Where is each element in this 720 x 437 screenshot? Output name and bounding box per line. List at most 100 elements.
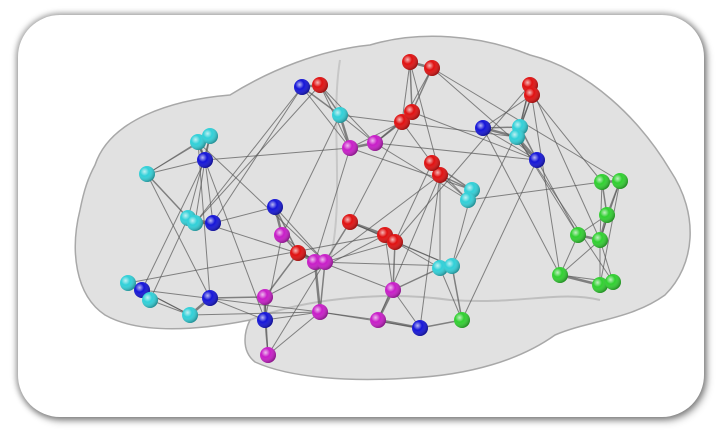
magenta-node	[274, 227, 290, 243]
network-edge	[324, 174, 441, 263]
red-node	[402, 54, 418, 70]
blue-node	[529, 152, 545, 168]
network-edge	[281, 114, 341, 236]
network-edge	[197, 141, 266, 321]
network-edge	[197, 141, 211, 299]
cyan-node	[182, 307, 198, 323]
network-edge	[392, 267, 441, 291]
blue-node	[257, 312, 273, 328]
magenta-node	[342, 140, 358, 156]
network-edge	[314, 147, 351, 263]
network-edge	[411, 67, 433, 113]
magenta-node	[260, 347, 276, 363]
blue-node	[475, 120, 491, 136]
magenta-node	[367, 135, 383, 151]
cyan-node	[139, 166, 155, 182]
network-edge	[146, 173, 189, 219]
network-edge	[394, 241, 441, 269]
network-edge	[314, 261, 453, 267]
network-edge	[187, 135, 211, 219]
network-edge	[194, 159, 206, 224]
cyan-node	[444, 258, 460, 274]
network-edge	[146, 173, 211, 299]
green-node	[592, 277, 608, 293]
network-edge	[461, 159, 538, 321]
red-node	[394, 114, 410, 130]
network-edge	[204, 159, 214, 224]
network-edge	[127, 234, 386, 284]
network-edge	[349, 121, 403, 149]
cyan-node	[142, 292, 158, 308]
network-edge	[212, 86, 303, 224]
network-edge	[531, 94, 603, 183]
network-edge	[439, 267, 463, 321]
network-edge	[516, 136, 579, 236]
network-edge	[324, 241, 396, 263]
network-edge	[401, 61, 411, 123]
network-edge	[419, 174, 441, 329]
network-edge	[451, 126, 521, 267]
red-node	[524, 87, 540, 103]
nodes	[120, 54, 628, 363]
blue-node	[412, 320, 428, 336]
red-node	[312, 77, 328, 93]
network-edge	[394, 162, 433, 243]
brain-sulcus	[329, 59, 341, 261]
red-node	[404, 104, 420, 120]
network-edge	[467, 181, 603, 201]
network-edge	[189, 311, 321, 316]
magenta-node	[370, 312, 386, 328]
cyan-node	[190, 134, 206, 150]
green-node	[605, 274, 621, 290]
red-node	[387, 234, 403, 250]
cyan-node	[187, 215, 203, 231]
network-edge	[349, 147, 473, 191]
network-edge	[392, 241, 396, 291]
edges	[127, 60, 621, 356]
network-edge	[267, 261, 326, 356]
blue-node	[267, 199, 283, 215]
cyan-node	[460, 192, 476, 208]
network-edge	[313, 261, 322, 313]
green-node	[612, 173, 628, 189]
network-edge	[274, 206, 326, 263]
cyan-node	[120, 275, 136, 291]
green-node	[599, 207, 615, 223]
network-edge	[559, 239, 601, 276]
red-node	[432, 167, 448, 183]
blue-node	[197, 152, 213, 168]
network-edge	[529, 84, 601, 241]
network-edge	[264, 252, 299, 298]
cyan-node	[432, 260, 448, 276]
network-edge	[141, 289, 321, 313]
green-node	[570, 227, 586, 243]
blue-node	[294, 79, 310, 95]
network-edge	[482, 94, 533, 129]
network-edge	[194, 84, 321, 224]
cyan-node	[509, 129, 525, 145]
red-node	[424, 60, 440, 76]
red-node	[290, 245, 306, 261]
network-edge	[212, 206, 276, 224]
green-node	[454, 312, 470, 328]
network-edge	[209, 296, 266, 299]
network-edge	[204, 147, 351, 161]
network-edge	[209, 297, 266, 321]
cyan-node	[202, 128, 218, 144]
network-edge	[264, 311, 321, 321]
green-node	[592, 232, 608, 248]
network-edge	[301, 86, 351, 149]
network-edge	[411, 111, 538, 161]
magenta-node	[257, 289, 273, 305]
network-edge	[146, 159, 206, 175]
network-edge	[451, 265, 463, 321]
magenta-node	[317, 254, 333, 270]
green-node	[594, 174, 610, 190]
brain-outline	[74, 35, 691, 381]
network-edge	[401, 121, 433, 164]
red-node	[342, 214, 358, 230]
network-edge	[319, 261, 326, 313]
network-edge	[149, 217, 189, 301]
network-edge	[319, 311, 379, 321]
network-edge	[431, 67, 538, 161]
